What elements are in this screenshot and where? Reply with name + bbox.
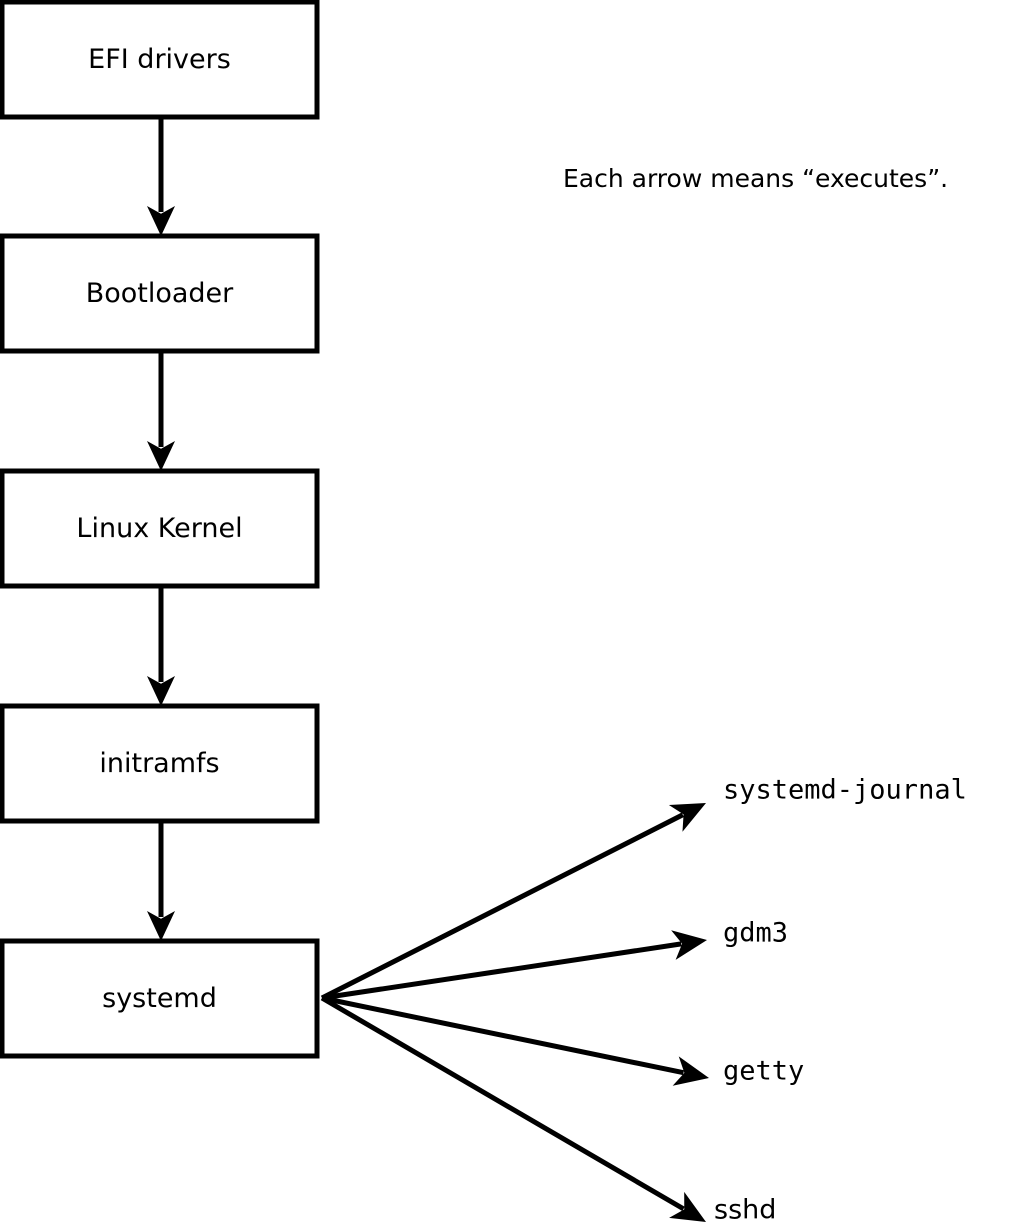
edge-systemd-to-sshd-arrowhead-shape (669, 1191, 706, 1222)
edge-systemd-to-sshd-arrowhead (669, 1191, 706, 1222)
edge-initramfs-to-systemd-arrowhead (147, 911, 175, 941)
edge-systemd-to-sshd (320, 995, 706, 1222)
edge-kernel-to-initramfs-arrowhead (147, 676, 175, 706)
edge-systemd-to-gdm3-arrowhead (671, 930, 707, 960)
stage-box-efi-drivers[interactable]: EFI drivers (0, 0, 320, 120)
stage-box-bootloader-rect[interactable] (0, 233, 320, 354)
stage-box-bootloader-label: Bootloader (86, 278, 234, 309)
edge-systemd-to-getty-arrowhead (672, 1056, 709, 1086)
edge-systemd-to-getty-arrowhead-shape (672, 1056, 709, 1086)
edge-systemd-to-getty-line (321, 995, 685, 1076)
edge-systemd-to-gdm3-line (321, 941, 682, 1001)
stage-box-initramfs[interactable]: initramfs (0, 703, 320, 824)
edge-systemd-to-systemd-journal (320, 803, 706, 1001)
edge-initramfs-to-systemd (147, 821, 175, 941)
stage-box-bootloader[interactable]: Bootloader (0, 233, 320, 354)
edge-initramfs-to-systemd-arrowhead-shape (147, 911, 175, 941)
edge-kernel-to-initramfs (147, 586, 175, 706)
edge-bootloader-to-kernel-arrowhead-shape (147, 441, 175, 471)
service-label-sshd: sshd (714, 1195, 776, 1226)
edge-bootloader-to-kernel-arrowhead (147, 441, 175, 471)
service-label-systemd-journal: systemd-journal (723, 775, 967, 806)
edge-systemd-to-systemd-journal-arrowhead (668, 803, 706, 832)
service-label-getty: getty (723, 1056, 804, 1087)
stage-box-systemd[interactable]: systemd (0, 938, 320, 1059)
edge-kernel-to-initramfs-arrowhead-shape (147, 676, 175, 706)
edge-systemd-to-systemd-journal-arrowhead-shape (668, 803, 706, 832)
edge-bootloader-to-kernel (147, 351, 175, 471)
edge-efi-to-bootloader-arrowhead-shape (147, 206, 175, 236)
edge-systemd-to-gdm3 (321, 930, 707, 1001)
edge-systemd-to-gdm3-arrowhead-shape (671, 930, 707, 960)
stage-box-systemd-rect[interactable] (0, 938, 320, 1059)
stage-box-initramfs-label: initramfs (99, 748, 219, 779)
stage-box-initramfs-rect[interactable] (0, 703, 320, 824)
stage-box-systemd-label: systemd (102, 983, 217, 1014)
edge-systemd-to-getty (321, 995, 709, 1086)
service-label-gdm3: gdm3 (723, 918, 788, 949)
edge-efi-to-bootloader (147, 117, 175, 236)
stage-box-efi-drivers-label: EFI drivers (88, 44, 231, 75)
stage-box-linux-kernel[interactable]: Linux Kernel (0, 468, 320, 589)
edge-systemd-to-systemd-journal-line (320, 812, 684, 1001)
stage-box-linux-kernel-label: Linux Kernel (76, 513, 242, 544)
edge-efi-to-bootloader-arrowhead (147, 206, 175, 236)
stage-box-efi-drivers-rect[interactable] (0, 0, 320, 120)
edge-systemd-to-sshd-line (320, 995, 685, 1212)
legend-note: Each arrow means “executes”. (563, 164, 948, 193)
stage-box-linux-kernel-rect[interactable] (0, 468, 320, 589)
